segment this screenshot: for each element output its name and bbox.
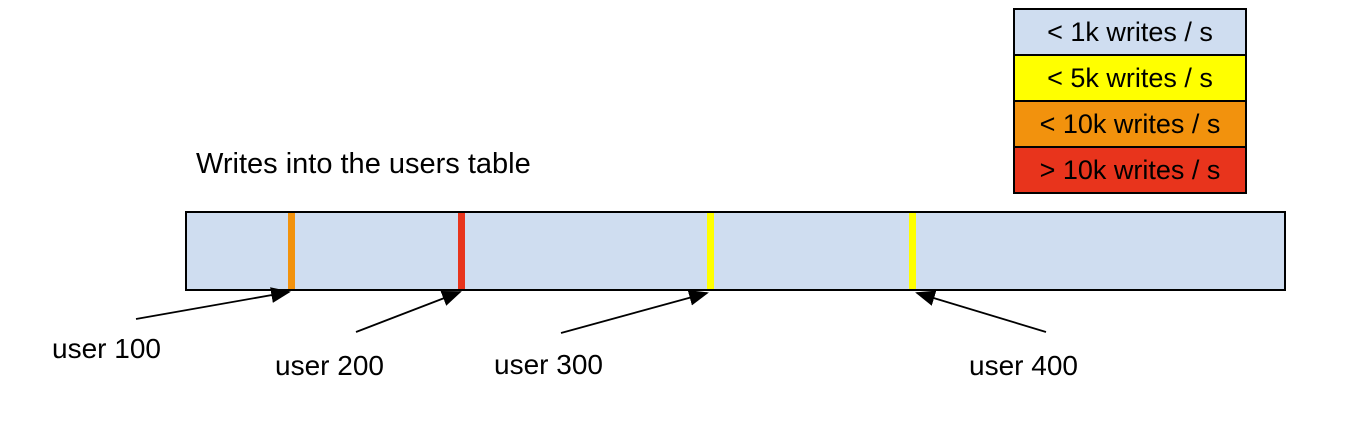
legend-item-gt-10k: > 10k writes / s xyxy=(1013,146,1247,194)
hotspot-marker-user-200 xyxy=(458,213,465,289)
diagram-title: Writes into the users table xyxy=(196,148,531,180)
users-table-bar xyxy=(185,211,1286,291)
legend-item-lt-1k: < 1k writes / s xyxy=(1013,8,1247,56)
arrow-user-300 xyxy=(560,290,709,334)
legend-item-label: < 5k writes / s xyxy=(1047,62,1213,93)
callout-label-user-400: user 400 xyxy=(969,350,1078,381)
legend-item-lt-10k: < 10k writes / s xyxy=(1013,100,1247,148)
callout-label-user-300: user 300 xyxy=(494,349,603,380)
legend-item-label: > 10k writes / s xyxy=(1039,154,1221,185)
hotspot-marker-user-300 xyxy=(707,213,714,289)
arrow-user-100 xyxy=(135,287,291,320)
callout-label-user-100: user 100 xyxy=(52,333,161,364)
hotspot-marker-user-400 xyxy=(909,213,916,289)
arrow-user-400 xyxy=(915,290,1047,333)
arrow-user-200 xyxy=(355,291,462,333)
legend: < 1k writes / s < 5k writes / s < 10k wr… xyxy=(1013,8,1247,194)
callout-label-user-200: user 200 xyxy=(275,350,384,381)
legend-item-label: < 1k writes / s xyxy=(1047,16,1213,47)
legend-item-lt-5k: < 5k writes / s xyxy=(1013,54,1247,102)
hotspot-marker-user-100 xyxy=(288,213,295,289)
legend-item-label: < 10k writes / s xyxy=(1039,108,1221,139)
